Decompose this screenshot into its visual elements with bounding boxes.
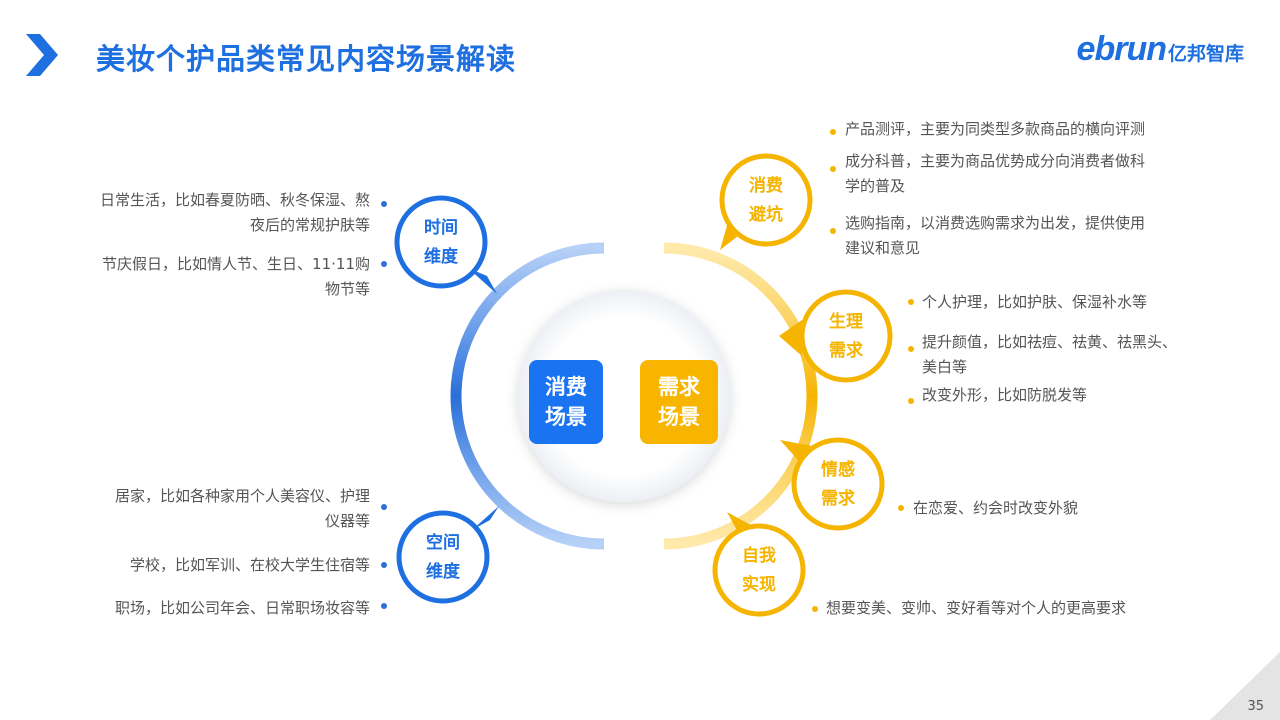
item-line: 改变外形，比如防脱发等 [922,386,1088,404]
item-line: 想要变美、变帅、变好看等对个人的更高要求 [826,599,1127,617]
logo-text-en: ebrun [1076,30,1167,68]
ring-dot [507,293,517,303]
item-line: 学校，比如军训、在校大学生住宿等 [129,556,370,574]
list-item: 选购指南，以消费选购需求为出发，提供使用 建议和意见 [845,211,1205,261]
bullet-dot [381,261,387,267]
ring-dot [702,268,712,278]
bullet-dot [908,299,914,305]
item-line: 选购指南，以消费选购需求为出发，提供使用 [845,214,1146,232]
bullet-dot [381,603,387,609]
item-line: 日常生活，比如春夏防晒、秋冬保湿、熬 [99,191,370,209]
bullet-dot [898,505,904,511]
center-left-label: 消费 场景 [529,372,603,432]
list-item: 居家，比如各种家用个人美容仪、护理 仪器等 [40,484,370,534]
item-line: 在恋爱、约会时改变外貌 [913,499,1079,517]
center-left-label-line2: 场景 [545,405,587,429]
item-line: 仪器等 [324,512,370,530]
list-item: 在恋爱、约会时改变外貌 [913,496,1243,521]
emotion-label-line1: 情感 [821,460,855,480]
self-label-line2: 实现 [742,575,776,595]
space-label-line1: 空间 [426,533,460,553]
bubble-self [712,512,806,617]
ring-dot [518,501,528,511]
bullet-dot [908,398,914,404]
bullet-dot [830,166,836,172]
physio-need-label: 生理 需求 [816,308,876,366]
logo-text-cn: 亿邦智库 [1167,44,1244,65]
page-title: 美妆个护品类常见内容场景解读 [96,42,517,76]
center-right-box [640,360,718,444]
item-line: 节庆假日，比如情人节、生日、11·11购 [102,255,370,273]
consumption-avoid-label: 消费 避坑 [736,172,796,230]
list-item: 职场，比如公司年会、日常职场妆容等 [40,596,370,621]
list-item: 节庆假日，比如情人节、生日、11·11购 物节等 [40,252,370,302]
bubble-time [394,195,497,294]
list-item: 学校，比如军训、在校大学生住宿等 [40,553,370,578]
bubble-space [396,506,499,604]
bullet-dot [812,606,818,612]
item-line: 学的普及 [845,177,906,195]
center-left-box [529,360,603,444]
bullet-dot [381,504,387,510]
center-left-label-line1: 消费 [545,375,587,399]
bubble-avoid [719,153,813,250]
center-right-label: 需求 场景 [640,372,718,432]
ring-dot [706,507,716,517]
emotion-need-label: 情感 需求 [808,456,868,514]
physio-label-line2: 需求 [829,341,863,361]
ring-right-arc [663,242,818,550]
item-line: 居家，比如各种家用个人美容仪、护理 [114,487,370,505]
list-item: 改变外形，比如防脱发等 [922,383,1252,408]
physio-label-line1: 生理 [829,312,863,332]
chevron-right-icon [26,34,58,76]
bullet-dot [381,562,387,568]
list-item: 产品测评，主要为同类型多款商品的横向评测 [845,117,1205,142]
center-right-label-line1: 需求 [658,375,700,399]
self-realization-label: 自我 实现 [729,542,789,600]
list-item: 想要变美、变帅、变好看等对个人的更高要求 [826,596,1186,621]
center-circle [518,290,730,502]
item-line: 建议和意见 [845,239,921,257]
item-line: 个人护理，比如护肤、保湿补水等 [922,293,1148,311]
bubble-emotion [780,437,885,531]
list-item: 成分科普，主要为商品优势成分向消费者做科 学的普及 [845,149,1205,199]
time-label-line2: 维度 [424,247,458,267]
space-dimension-label: 空间 维度 [413,529,473,587]
avoid-label-line2: 避坑 [749,205,783,225]
bubble-physio [779,289,893,383]
list-item: 提升颜值，比如祛痘、祛黄、祛黑头、 美白等 [922,330,1252,380]
item-line: 成分科普，主要为商品优势成分向消费者做科 [845,152,1146,170]
item-line: 产品测评，主要为同类型多款商品的横向评测 [845,120,1146,138]
space-label-line2: 维度 [426,562,460,582]
bullet-dot [908,346,914,352]
time-dimension-label: 时间 维度 [411,214,471,272]
ring-left-arc [450,242,605,550]
ring-dot [750,333,760,343]
page-corner [1210,652,1280,720]
page-number: 35 [1247,699,1264,714]
ring-dot [760,430,770,440]
bullet-dot [830,129,836,135]
item-line: 提升颜值，比如祛痘、祛黄、祛黑头、 [922,333,1178,351]
bullet-dot [381,201,387,207]
item-line: 夜后的常规护肤等 [249,216,370,234]
list-item: 个人护理，比如护肤、保湿补水等 [922,290,1252,315]
center-right-label-line2: 场景 [658,405,700,429]
item-line: 物节等 [324,280,370,298]
avoid-label-line1: 消费 [749,176,783,196]
item-line: 美白等 [922,358,968,376]
self-label-line1: 自我 [742,546,776,566]
emotion-label-line2: 需求 [821,489,855,509]
bullet-dot [830,228,836,234]
list-item: 日常生活，比如春夏防晒、秋冬保湿、熬 夜后的常规护肤等 [40,188,370,238]
item-line: 职场，比如公司年会、日常职场妆容等 [114,599,370,617]
time-label-line1: 时间 [424,218,458,238]
